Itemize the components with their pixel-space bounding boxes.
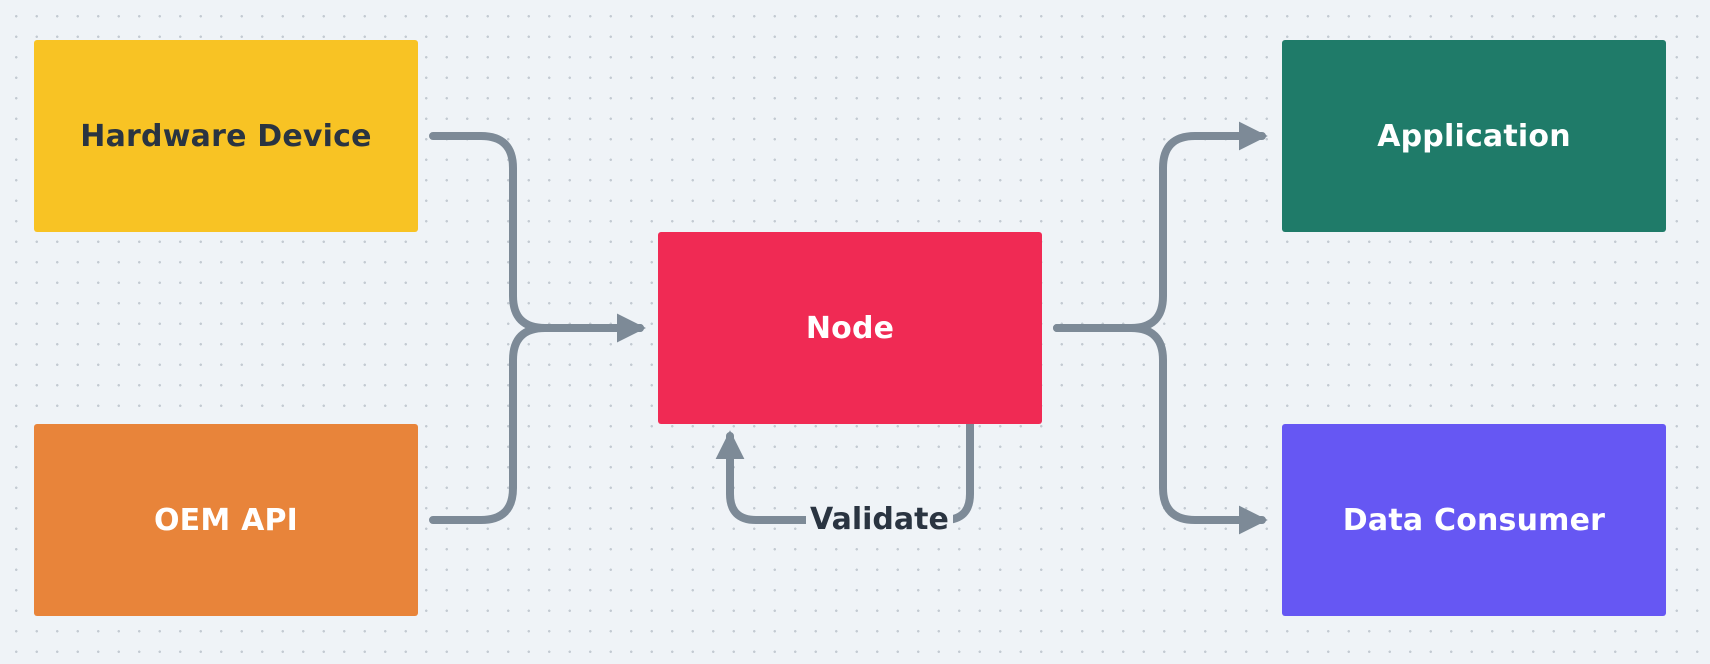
oem-api-node[interactable]: OEM API [34,424,418,616]
node-node[interactable]: Node [658,232,1042,424]
edge-node-to-application [1053,121,1268,332]
hardware-device-label: Hardware Device [80,118,372,154]
data-consumer-label: Data Consumer [1342,502,1606,538]
oem-api-label: OEM API [153,502,299,538]
application-label: Application [1377,118,1571,154]
edge-oem-to-node [429,313,646,524]
application-node[interactable]: Application [1282,40,1666,232]
validate-edge-label: Validate [806,500,953,540]
node-label: Node [805,310,895,346]
hardware-device-node[interactable]: Hardware Device [34,40,418,232]
edge-node-to-consumer [1053,324,1268,535]
data-consumer-node[interactable]: Data Consumer [1282,424,1666,616]
edge-hardware-to-node [429,132,646,343]
